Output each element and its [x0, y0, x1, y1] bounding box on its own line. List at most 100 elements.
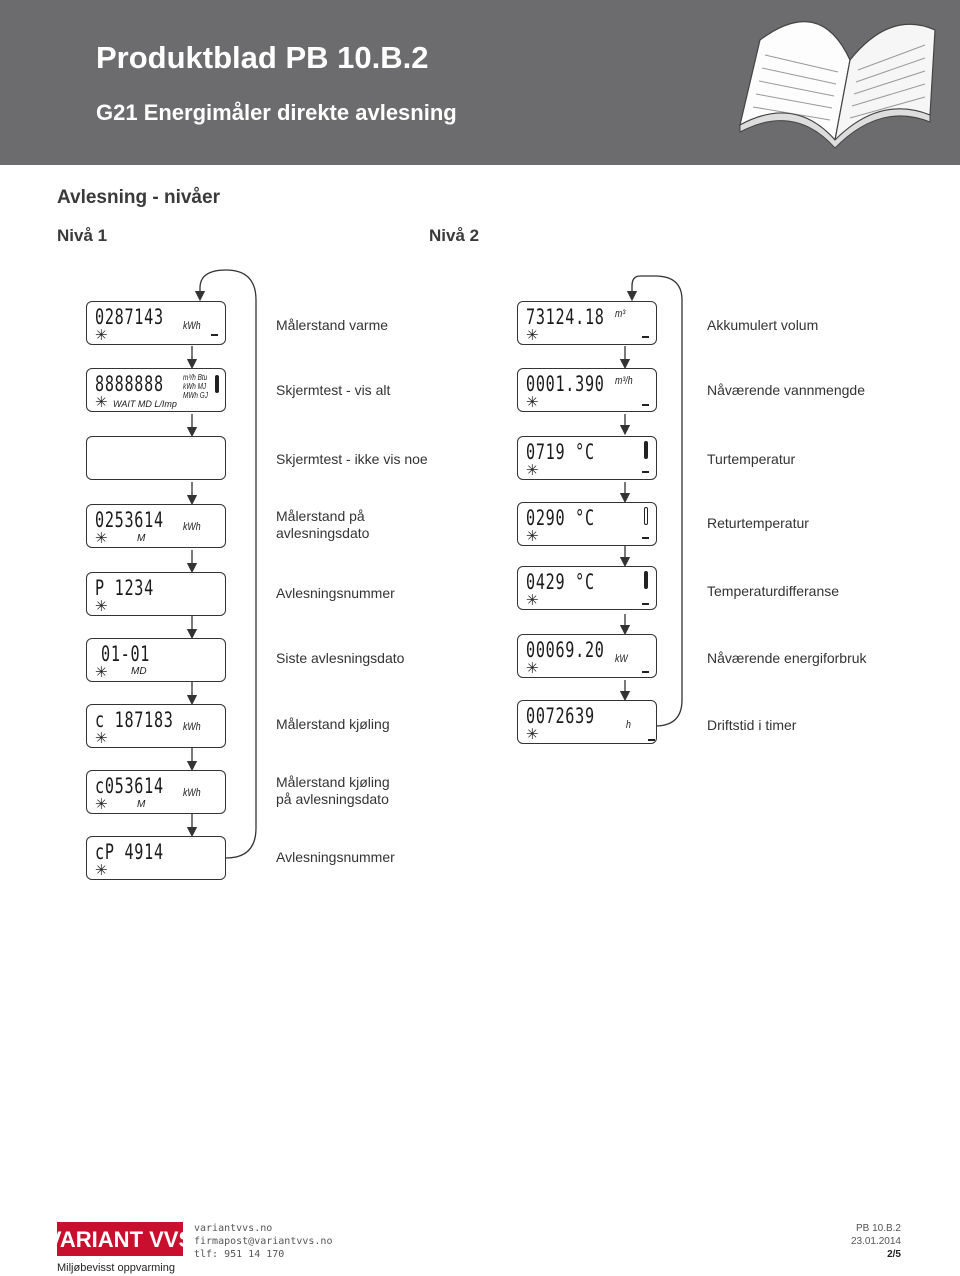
lcd-display: 00069.20 kW ✳: [517, 634, 657, 678]
lcd-value: 0001.390: [526, 372, 605, 396]
lcd-value: 0290 °C: [526, 506, 595, 530]
lcd-value: 73124.18: [526, 305, 605, 329]
lcd-value: 0072639: [526, 704, 595, 728]
asterisk-icon: ✳: [95, 730, 108, 747]
lcd-display: 0253614 kWh M ✳: [86, 504, 226, 548]
display-label: Siste avlesningsdato: [276, 650, 405, 666]
asterisk-icon: ✳: [526, 462, 539, 479]
dash-indicator: [642, 404, 649, 406]
asterisk-icon: ✳: [526, 726, 539, 743]
footer-contact: variantvvs.no firmapost@variantvvs.no tl…: [194, 1222, 332, 1261]
lcd-unit: kWh: [183, 521, 201, 533]
display-label: Turtemperatur: [707, 451, 796, 467]
footer-date: 23.01.2014: [850, 1236, 901, 1247]
display-label: Avlesningsnummer: [276, 849, 395, 865]
lcd-display: 0429 °C ✳: [517, 566, 657, 610]
lcd-display: 73124.18 m³ ✳: [517, 301, 657, 345]
display-label: Avlesningsnummer: [276, 585, 395, 601]
thermometer-icon: [644, 507, 648, 525]
footer-email[interactable]: firmapost@variantvvs.no: [194, 1236, 333, 1247]
lcd-display: c 187183 kWh ✳: [86, 704, 226, 748]
asterisk-icon: ✳: [95, 862, 108, 879]
asterisk-icon: ✳: [526, 592, 539, 609]
thermometer-icon: [644, 441, 648, 459]
asterisk-icon: ✳: [95, 664, 108, 681]
display-label: Akkumulert volum: [707, 317, 819, 333]
display-label: Skjermtest - vis alt: [276, 382, 391, 398]
lcd-value: 00069.20: [526, 638, 605, 662]
lcd-value: c 187183: [95, 708, 174, 732]
title-text: Produktblad: [96, 40, 277, 75]
doc-code: PB 10.B.2: [285, 40, 429, 75]
header-banner: Produktblad PB 10.B.2 G21 Energimåler di…: [0, 0, 960, 165]
footer-web[interactable]: variantvvs.no: [194, 1223, 273, 1234]
lcd-display: 0290 °C ✳: [517, 502, 657, 546]
lcd-unit: kWh: [183, 787, 201, 799]
display-label: Målerstand varme: [276, 317, 389, 333]
lcd-display: 01-01 MD ✳: [86, 638, 226, 682]
asterisk-icon: ✳: [95, 394, 108, 411]
variant-vvs-logo: VARIANT VVS: [57, 1222, 183, 1256]
lcd-value: 0719 °C: [526, 440, 595, 464]
lcd-value: 0287143: [95, 305, 164, 329]
lcd-sub: M: [137, 533, 146, 544]
asterisk-icon: ✳: [526, 327, 539, 344]
lcd-value: 0429 °C: [526, 570, 595, 594]
display-label: Målerstand på avlesningsdato: [276, 508, 370, 541]
display-label: Temperaturdifferanse: [707, 583, 840, 599]
lcd-value: c053614: [95, 774, 164, 798]
level1-heading: Nivå 1: [57, 226, 108, 245]
dash-indicator: [642, 336, 649, 338]
lcd-display: 8888888 m³/h Btu kWh MJ MWh GJ WAIT MD L…: [86, 368, 226, 412]
lcd-unit: kW: [615, 653, 628, 665]
footer-page-number: 2/5: [887, 1249, 901, 1260]
lcd-display-blank: [86, 436, 226, 480]
lcd-value: 8888888: [95, 372, 164, 396]
lcd-unit: m³: [615, 308, 626, 320]
lcd-unit: m³/h Btu kWh MJ MWh GJ: [183, 373, 208, 400]
dash-indicator: [642, 471, 649, 473]
dash-indicator: [211, 334, 218, 336]
logo-text: VARIANT VVS: [57, 1227, 183, 1252]
lcd-display: 0287143 kWh ✳: [86, 301, 226, 345]
section-title: Avlesning - nivåer: [57, 187, 220, 208]
asterisk-icon: ✳: [526, 660, 539, 677]
lcd-sub: WAIT MD L/Imp: [113, 399, 177, 409]
lcd-unit: kWh: [183, 320, 201, 332]
asterisk-icon: ✳: [95, 796, 108, 813]
lcd-display: 0001.390 m³/h ✳: [517, 368, 657, 412]
asterisk-icon: ✳: [526, 528, 539, 545]
asterisk-icon: ✳: [95, 327, 108, 344]
asterisk-icon: ✳: [95, 530, 108, 547]
lcd-display: 0719 °C ✳: [517, 436, 657, 480]
footer-phone: tlf: 951 14 170: [194, 1249, 285, 1260]
lcd-display: P 1234 ✳: [86, 572, 226, 616]
lcd-display: 0072639 h ✳: [517, 700, 657, 744]
display-label: Målerstand kjøling på avlesningsdato: [276, 774, 390, 807]
lcd-sub: M: [137, 799, 146, 810]
lcd-unit: kWh: [183, 721, 201, 733]
lcd-display: cP 4914 ✳: [86, 836, 226, 880]
dash-indicator: [642, 603, 649, 605]
footer-tagline: Miljøbevisst oppvarming: [57, 1262, 175, 1274]
page-subtitle: G21 Energimåler direkte avlesning: [96, 100, 457, 125]
dash-indicator: [642, 537, 649, 539]
display-label: Returtemperatur: [707, 515, 809, 531]
asterisk-icon: ✳: [95, 598, 108, 615]
asterisk-icon: ✳: [526, 394, 539, 411]
lcd-display: c053614 kWh M ✳: [86, 770, 226, 814]
page-title: Produktblad PB 10.B.2: [96, 40, 428, 76]
lcd-unit: m³/h: [615, 375, 633, 387]
open-book-icon: [739, 20, 936, 149]
thermometer-icon: [644, 571, 648, 589]
lcd-value: 0253614: [95, 508, 164, 532]
lcd-value: 01-01: [101, 642, 151, 666]
lcd-sub: MD: [131, 666, 147, 677]
lcd-unit: h: [626, 719, 631, 731]
footer-doc-code: PB 10.B.2: [855, 1223, 901, 1234]
display-label: Skjermtest - ikke vis noe: [276, 451, 428, 467]
lcd-value: P 1234: [95, 576, 154, 600]
display-label: Nåværende energiforbruk: [707, 650, 867, 666]
display-label: Driftstid i timer: [707, 717, 797, 733]
footer-docinfo: PB 10.B.2 23.01.2014 2/5: [851, 1222, 901, 1261]
